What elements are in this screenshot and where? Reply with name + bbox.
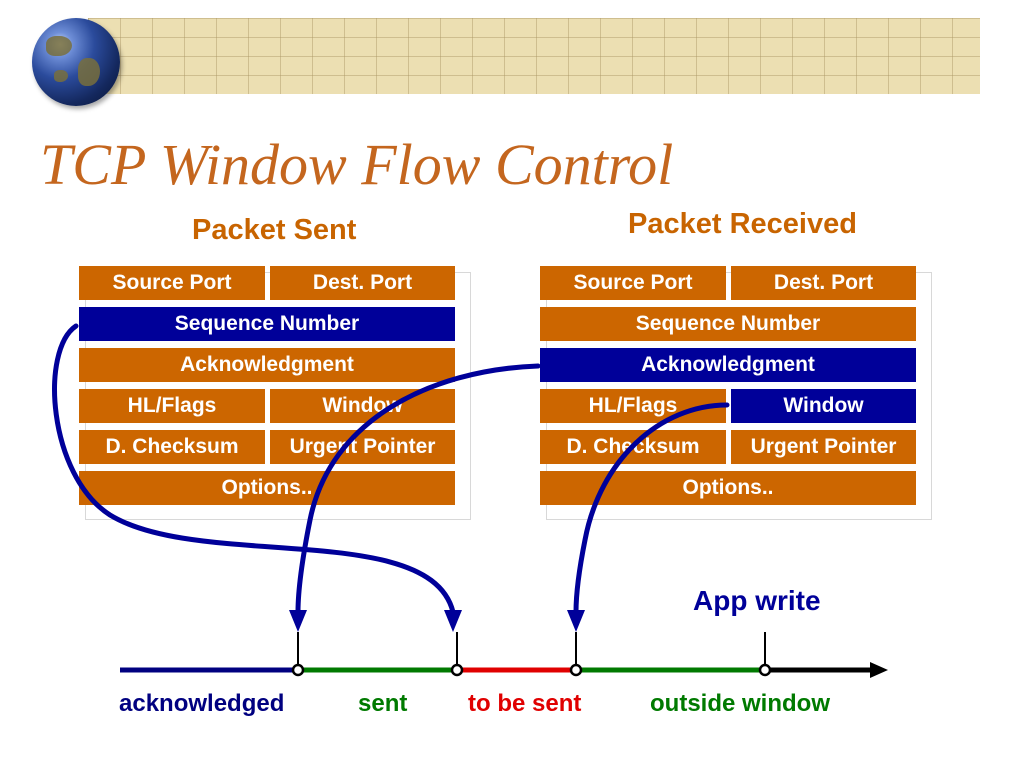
sent-field-source-port: Source Port [79,266,265,300]
received-field-checksum: D. Checksum [540,430,726,464]
sent-field-hl-flags: HL/Flags [79,389,265,423]
world-map-banner [88,18,980,94]
received-field-urgent-pointer: Urgent Pointer [731,430,916,464]
legend-sent: sent [358,690,408,717]
packet-sent: Source Port Dest. Port Sequence Number A… [79,266,471,520]
packet-received: Source Port Dest. Port Sequence Number A… [540,266,932,520]
app-write-label: App write [693,585,821,616]
packet-received-heading: Packet Received [628,208,857,240]
received-field-hl-flags: HL/Flags [540,389,726,423]
received-field-sequence-number: Sequence Number [540,307,916,341]
legend-outside-window: outside window [650,690,830,717]
legend-to-be-sent: to be sent [468,690,582,717]
arrow-ack-to-acknowledged [295,363,541,615]
marker-window [569,663,583,677]
received-field-window: Window [731,389,916,423]
arrow-window-to-window-edge [573,402,730,615]
sent-field-checksum: D. Checksum [79,430,265,464]
received-field-acknowledgment: Acknowledgment [540,348,916,382]
marker-sent [450,663,464,677]
received-field-options: Options.. [540,471,916,505]
sent-field-urgent-pointer: Urgent Pointer [270,430,455,464]
packet-sent-heading: Packet Sent [192,214,357,246]
timeline-arrowhead [870,662,888,678]
marker-ack [291,663,305,677]
arrow-sequence-to-sent [52,323,456,615]
legend-acknowledged: acknowledged [119,690,285,717]
globe-icon [32,18,120,106]
received-field-source-port: Source Port [540,266,726,300]
sent-field-options: Options.. [79,471,455,505]
sent-field-sequence-number: Sequence Number [79,307,455,341]
slide-title: TCP Window Flow Control [40,132,674,197]
received-field-dest-port: Dest. Port [731,266,916,300]
marker-app-write [758,663,772,677]
sent-field-acknowledgment: Acknowledgment [79,348,455,382]
sent-field-dest-port: Dest. Port [270,266,455,300]
arrowhead-window [567,610,585,632]
arrowhead-sequence [444,610,462,632]
arrowhead-ack [289,610,307,632]
